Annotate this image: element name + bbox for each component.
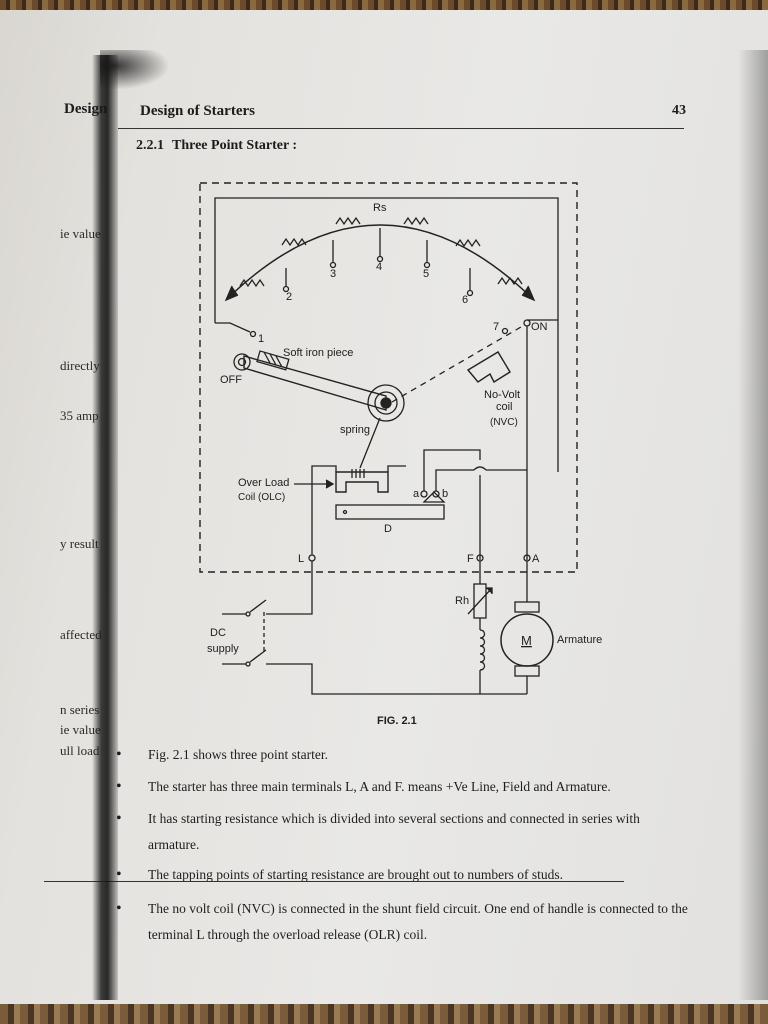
stud [249,330,257,338]
section-number: 2.2.1 [136,138,164,153]
label-stud-2: 2 [286,291,292,303]
figure-caption: FIG. 2.1 [377,715,417,727]
label-dc-2: supply [207,643,239,655]
bullet-marker: • [116,746,122,763]
resistance-arc [225,224,535,301]
label-dc-1: DC [210,627,226,639]
resistance-frame [214,197,559,472]
margin-fragment: n series [60,702,100,717]
off-pivot [233,353,251,371]
bullet-text: The tapping points of starting resistanc… [148,867,564,882]
label-motor: M [521,633,532,648]
bullet-marker: • [116,866,122,883]
on-contact [523,319,531,327]
spring-pivot [367,384,405,422]
label-rs: Rs [373,202,387,214]
margin-fragment: y result [60,536,99,551]
header-title: Design of Starters [140,103,255,119]
margin-fragment: ull load [60,743,100,758]
stud [282,285,290,293]
field-coil [479,629,486,671]
label-spring: spring [340,424,370,436]
label-soft-iron: Soft iron piece [283,347,353,359]
terminal-l [308,554,316,562]
resistor-segment [455,238,481,248]
stud [329,261,337,269]
header-rule [118,128,684,129]
stud [466,289,474,297]
resistor-segment [239,278,265,288]
bullet-text: The starter has three main terminals L, … [148,779,611,794]
margin-fragment: ie value [60,722,101,737]
stud [501,327,509,335]
label-stud-3: 3 [330,268,336,280]
bullet-text: The no volt coil (NVC) is connected in t… [148,901,688,942]
section-title: Three Point Starter : [172,138,298,153]
nvc-magnet [466,351,511,384]
label-nvc-2: coil [496,401,513,413]
label-a: A [532,553,540,565]
label-nvc-1: No-Volt [484,389,520,401]
label-stud-5: 5 [423,268,429,280]
label-l: L [298,553,304,565]
margin-fragment: ie value [60,226,101,241]
resistor-segment [497,276,523,286]
label-stud-1: 1 [258,333,264,345]
label-on: ON [531,321,548,333]
photo-edge-top [0,0,768,10]
label-armature: Armature [557,634,602,646]
margin-fragment: 35 amp [60,408,99,423]
label-f: F [467,553,474,565]
label-nvc-3: (NVC) [490,417,518,428]
starter-handle [243,355,387,411]
label-stud-6: 6 [462,294,468,306]
label-d: D [384,523,392,535]
photo-edge-bottom [0,1004,768,1024]
bullet-text: Fig. 2.1 shows three point starter. [148,747,328,762]
soft-iron-piece [256,350,290,371]
label-stud-7: 7 [493,321,499,333]
label-b-contact: b [442,488,448,500]
bullet-marker: • [116,900,122,917]
resistor-segment [335,216,361,226]
label-rh: Rh [455,595,469,607]
bullet-text: It has starting resistance which is divi… [148,811,640,852]
bullet-marker: • [116,810,122,827]
binding-shadow-top [100,50,170,90]
overload-plate-d [335,504,445,520]
label-olc-2: Coil (OLC) [238,492,285,503]
label-off: OFF [220,374,242,386]
binding-shadow [92,55,118,1000]
stud [423,261,431,269]
label-a-contact: a [413,488,420,500]
margin-fragment: affected [60,627,102,642]
label-stud-4: 4 [376,261,382,273]
page-number: 43 [672,103,686,118]
resistor-segment [281,237,307,247]
overload-coil [335,471,389,493]
resistor-segment [403,216,429,226]
stud [376,255,384,263]
label-olc-1: Over Load [238,477,289,489]
bullet-marker: • [116,778,122,795]
margin-fragment: directly [60,358,100,373]
page-curl-shadow [738,50,768,1000]
starter-enclosure [199,182,578,573]
underline-rule [44,881,624,882]
